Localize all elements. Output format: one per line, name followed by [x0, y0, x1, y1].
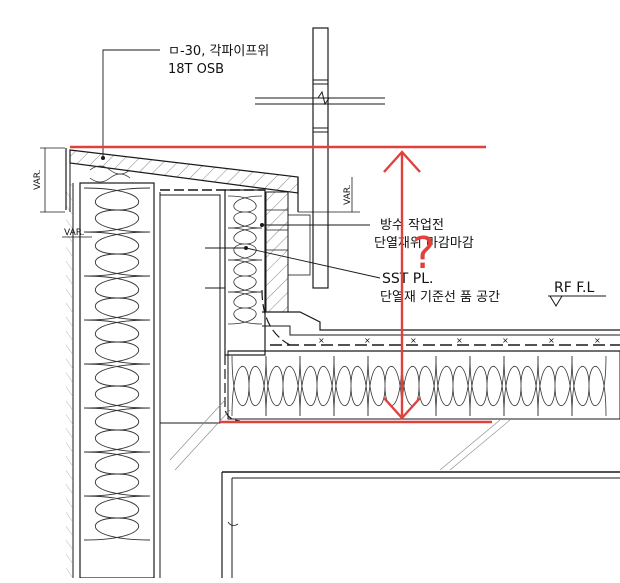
vent-pipe [255, 27, 385, 289]
waterproofing-label-2: 단열재위 마감마감 [374, 236, 474, 251]
blocking-column [265, 191, 311, 313]
leader-sst-plate: SST PL. 단열재 기준선 품 공간 [205, 246, 500, 305]
var-label-lower: VAR. [64, 228, 85, 238]
membrane-x-mark: × [364, 336, 371, 345]
insulation-loop [299, 355, 335, 417]
exterior-wall-insulation [72, 182, 161, 579]
membrane-x-mark: × [594, 336, 601, 345]
insulation-loop [83, 363, 151, 409]
sst-plate-label: SST PL. [382, 271, 433, 287]
insulation-loop [227, 195, 263, 229]
sst-plate-sub-label: 단열재 기준선 품 공간 [380, 290, 500, 305]
var-label-left: VAR. [33, 169, 43, 190]
var-label-right: VAR. [343, 184, 353, 205]
waterproofing-label-1: 방수 작업전 [380, 218, 444, 233]
red-annotation-overlay: ? [70, 145, 492, 424]
parapet-cap [65, 148, 299, 212]
lower-ceiling-construction [169, 399, 620, 578]
insulation-loop [83, 275, 151, 321]
membrane-x-mark: × [548, 336, 555, 345]
red-arrow-head-bottom [383, 397, 421, 420]
roof-material-label-2: 18T OSB [168, 62, 224, 77]
insulation-loop [537, 355, 573, 417]
membrane-x-mark: × [318, 336, 325, 345]
rf-fl-label: RF F.L [554, 280, 594, 296]
insulation-loop [571, 355, 607, 417]
insulation-loop [83, 187, 151, 233]
insulation-loop [401, 355, 437, 417]
var-dimension-lower: VAR. [62, 228, 92, 238]
insulation-loop [265, 355, 301, 417]
roof-material-label-1: ㅁ-30, 각파이프위 [168, 44, 269, 59]
leader-waterproofing: 방수 작업전 단열재위 마감마감 [260, 218, 474, 251]
insulation-loop [83, 495, 151, 541]
insulation-loop [227, 291, 263, 325]
membrane-x-mark: × [410, 336, 417, 345]
insulation-loop [469, 355, 505, 417]
insulation-loop [227, 227, 263, 261]
membrane-x-mark: × [502, 336, 509, 345]
insulation-loop [83, 231, 151, 277]
var-dimension-right: VAR. [298, 177, 360, 213]
rf-fl-marker: RF F.L [548, 280, 606, 307]
var-dimension-left: VAR. [33, 147, 65, 213]
leader-roof-material: ㅁ-30, 각파이프위 18T OSB [101, 44, 269, 160]
insulation-loop [83, 319, 151, 365]
insulation-loop [435, 355, 471, 417]
wall-cladding-hatch [66, 183, 73, 578]
roof-slab: × × × × × × × [224, 289, 620, 422]
insulation-loop [231, 355, 267, 417]
membrane-x-mark: × [456, 336, 463, 345]
insulation-loop [503, 355, 539, 417]
insulation-loop [227, 259, 263, 293]
insulation-loop [333, 355, 369, 417]
red-arrow-head-top [383, 150, 421, 173]
red-question-mark: ? [412, 228, 435, 279]
insulation-loop [367, 355, 403, 417]
parapet-inner-frame [159, 189, 266, 424]
insulation-loop [83, 451, 151, 497]
insulation-loop [83, 407, 151, 453]
